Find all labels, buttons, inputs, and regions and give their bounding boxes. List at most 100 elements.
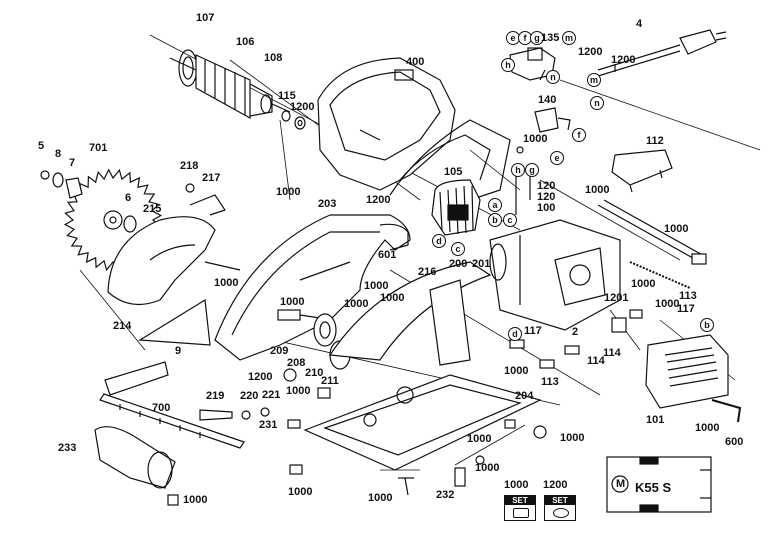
part-label-113: 113	[541, 376, 559, 388]
part-label-2: 2	[572, 326, 579, 338]
part-label-100: 100	[537, 202, 556, 214]
parts-kit-icon	[553, 508, 569, 518]
part-label-9: 9	[175, 345, 182, 357]
connection-marker-g: g	[530, 31, 544, 45]
part-label-1000: 1000	[183, 494, 208, 506]
part-label-1200: 1200	[611, 54, 636, 66]
part-label-208: 208	[287, 357, 306, 369]
upper-blade-guard	[214, 214, 411, 361]
part-label-1000: 1000	[364, 280, 389, 292]
blade-fasteners	[40, 170, 156, 241]
connection-marker-b: b	[488, 213, 502, 227]
part-label-1000: 1000	[467, 433, 492, 445]
part-label-1000: 1000	[276, 186, 301, 198]
motor-end-cap	[645, 334, 729, 409]
allen-key	[711, 399, 742, 423]
connection-marker-m: m	[562, 31, 576, 45]
part-label-1000: 1000	[368, 492, 393, 504]
part-label-221: 221	[262, 389, 281, 401]
part-label-108: 108	[264, 52, 283, 64]
part-label-601: 601	[378, 249, 397, 261]
part-label-1201: 1201	[604, 292, 629, 304]
connection-marker-b: b	[700, 318, 714, 332]
part-label-1000: 1000	[380, 292, 405, 304]
set-kit-title: SET	[545, 496, 575, 505]
connection-marker-h: h	[501, 58, 515, 72]
part-label-214: 214	[113, 320, 132, 332]
part-label-216: 216	[418, 266, 437, 278]
part-label-218: 218	[180, 160, 199, 172]
part-label-140: 140	[538, 94, 557, 106]
part-label-233: 233	[58, 442, 77, 454]
spring-rod	[629, 261, 691, 289]
connection-marker-c: c	[503, 213, 517, 227]
part-label-1200: 1200	[578, 46, 603, 58]
part-label-701: 701	[89, 142, 108, 154]
part-label-135: 135	[541, 32, 560, 44]
base-plate	[303, 261, 542, 471]
part-label-231: 231	[259, 419, 278, 431]
riving-knife	[138, 298, 211, 346]
lower-blade-guard	[107, 183, 241, 306]
part-label-209: 209	[270, 345, 289, 357]
motor-housing	[317, 57, 511, 201]
part-label-217: 217	[202, 172, 221, 184]
bearing-washers	[281, 110, 306, 130]
part-label-1000: 1000	[664, 223, 689, 235]
part-label-117: 117	[524, 325, 542, 337]
part-label-204: 204	[515, 390, 534, 402]
connection-marker-h: h	[511, 163, 525, 177]
connection-marker-e: e	[550, 151, 564, 165]
set-kit-box: SET	[504, 495, 536, 521]
part-label-1000: 1000	[560, 432, 585, 444]
part-label-101: 101	[646, 414, 665, 426]
part-label-203: 203	[318, 198, 337, 210]
part-label-211: 211	[321, 375, 339, 387]
part-label-220: 220	[240, 390, 259, 402]
part-label-201: 201	[472, 258, 491, 270]
connection-marker-n: n	[590, 96, 604, 110]
dust-extraction-adapter	[94, 426, 179, 506]
set-kit-box: SET	[544, 495, 576, 521]
part-label-1000: 1000	[523, 133, 548, 145]
field-coil	[431, 179, 481, 236]
clamping-lever	[199, 407, 303, 475]
part-label-232: 232	[436, 489, 455, 501]
armature	[169, 49, 291, 120]
connection-marker-d: d	[432, 234, 446, 248]
part-label-4: 4	[636, 18, 643, 30]
screws-120	[515, 146, 531, 215]
part-label-1000: 1000	[344, 298, 369, 310]
part-label-1000: 1000	[475, 462, 500, 474]
part-label-120: 120	[537, 191, 556, 203]
part-label-114: 114	[587, 355, 605, 367]
part-label-1000: 1000	[288, 486, 313, 498]
connection-marker-a: a	[488, 198, 502, 212]
part-label-1200: 1200	[543, 479, 568, 491]
part-label-600: 600	[725, 436, 744, 448]
part-label-1000: 1000	[695, 422, 720, 434]
part-label-106: 106	[236, 36, 255, 48]
handle-rod	[597, 199, 707, 265]
brush-cap-140	[534, 107, 571, 133]
part-label-210: 210	[305, 367, 324, 379]
connection-marker-m: m	[587, 73, 601, 87]
part-label-6: 6	[125, 192, 132, 204]
part-label-117: 117	[677, 303, 695, 315]
part-label-700: 700	[152, 402, 171, 414]
part-label-8: 8	[55, 148, 62, 160]
part-label-1200: 1200	[248, 371, 273, 383]
part-label-1200: 1200	[366, 194, 391, 206]
part-label-115: 115	[278, 90, 296, 102]
screws-kit-icon	[513, 508, 529, 518]
connection-marker-g: g	[525, 163, 539, 177]
part-label-219: 219	[206, 390, 225, 402]
part-label-1000: 1000	[280, 296, 305, 308]
part-label-215: 215	[143, 203, 162, 215]
parallel-guide	[99, 361, 245, 449]
part-label-1000: 1000	[585, 184, 610, 196]
connection-marker-f: f	[572, 128, 586, 142]
part-label-112: 112	[646, 135, 664, 147]
connection-marker-d: d	[508, 327, 522, 341]
